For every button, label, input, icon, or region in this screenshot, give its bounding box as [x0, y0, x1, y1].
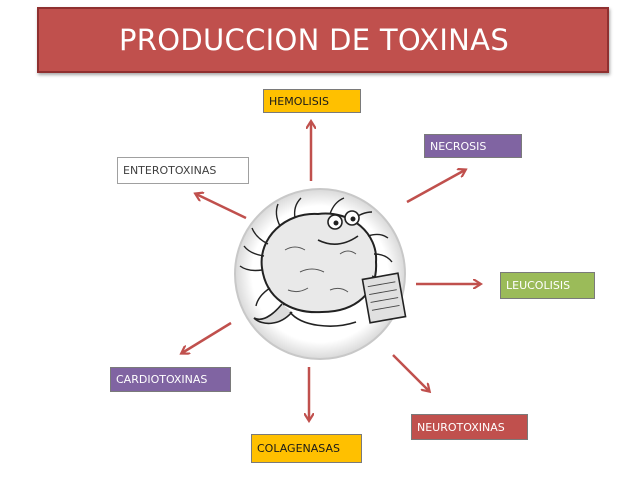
node-label: COLAGENASAS [257, 442, 340, 455]
bacterium-base [289, 311, 357, 327]
bacterium-pupil-right [350, 216, 356, 222]
arrow-to-neurotoxinas [392, 354, 429, 391]
arrow-to-enterotoxinas [196, 194, 247, 220]
cell-box [361, 272, 407, 324]
title-banner: PRODUCCION DE TOXINAS [37, 7, 609, 73]
node-enterotoxinas: ENTEROTOXINAS [117, 157, 249, 184]
bacterium-body [260, 212, 378, 314]
node-label: NECROSIS [430, 139, 487, 153]
node-leucolisis: LEUCOLISIS [500, 272, 595, 299]
node-label: NEUROTOXINAS [417, 420, 505, 434]
bacterium-texture [284, 246, 357, 293]
node-label: HEMOLISIS [269, 94, 329, 108]
arrow-to-necrosis [406, 170, 465, 204]
node-label: LEUCOLISIS [506, 279, 571, 292]
node-neurotoxinas: NEUROTOXINAS [411, 414, 528, 440]
cartoon-bacterium-illustration [234, 188, 407, 360]
page-title: PRODUCCION DE TOXINAS [119, 23, 510, 57]
bacterium-pupil-left [333, 220, 339, 226]
bacterium-mouth [317, 235, 359, 245]
node-label: ENTEROTOXINAS [123, 164, 217, 177]
arrow-to-cardiotoxinas [182, 321, 232, 353]
bacterium-tail [253, 303, 293, 325]
node-colagenasas: COLAGENASAS [251, 434, 362, 463]
node-hemolisis: HEMOLISIS [263, 89, 361, 113]
node-necrosis: NECROSIS [424, 134, 522, 158]
node-cardiotoxinas: CARDIOTOXINAS [110, 367, 231, 392]
node-label: CARDIOTOXINAS [116, 373, 208, 386]
cell-box-stripes [367, 281, 400, 311]
